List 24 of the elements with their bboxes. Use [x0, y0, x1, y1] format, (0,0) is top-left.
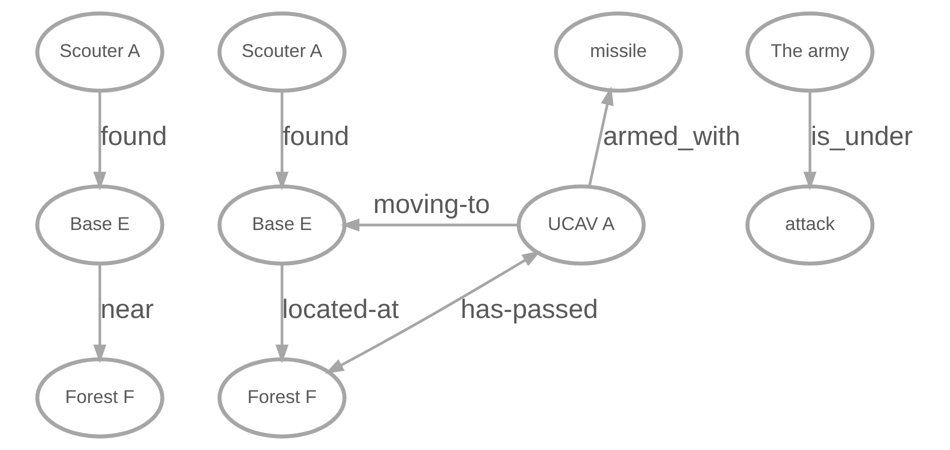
node-ellipse: missile	[553, 12, 682, 93]
node-ellipse: Base E	[217, 184, 346, 266]
arrow	[588, 86, 614, 186]
edge-label: near	[100, 294, 154, 324]
node-ellipse: Base E	[34, 184, 164, 266]
node-ellipse: Forest F	[34, 357, 164, 438]
node-ellipse: Scouter A	[217, 12, 346, 93]
arrow	[92, 264, 106, 364]
edge-label: found	[100, 121, 166, 152]
arrow	[324, 250, 540, 374]
edge-label: located-at	[282, 294, 398, 324]
edge-label: found	[282, 121, 349, 152]
node-ellipse: Scouter A	[34, 12, 164, 93]
node-ellipse: attack	[744, 184, 874, 266]
edge-label: moving-to	[372, 189, 490, 220]
edge-label: armed_with	[602, 121, 740, 152]
node-ellipse: The army	[744, 12, 874, 93]
arrow	[340, 218, 518, 232]
arrow	[274, 90, 288, 190]
edge-label: is_under	[810, 121, 912, 152]
arrow	[274, 264, 288, 364]
arrow	[802, 90, 816, 190]
edge-label: has-passed	[460, 294, 598, 324]
arrow	[92, 90, 106, 190]
